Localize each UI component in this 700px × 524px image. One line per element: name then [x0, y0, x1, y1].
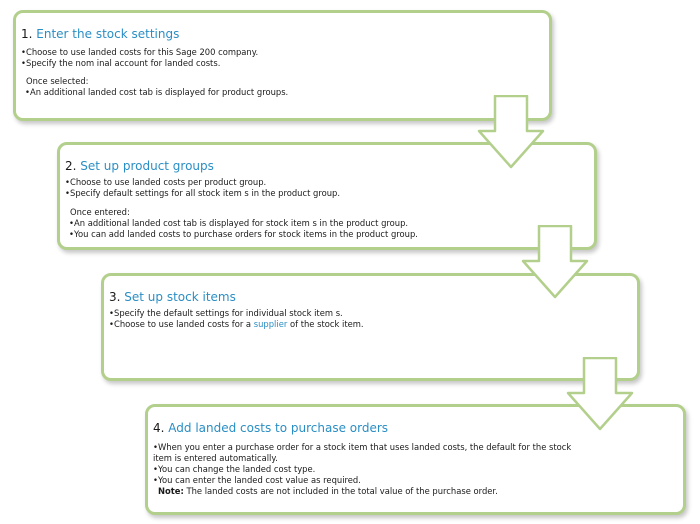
step-2-sub-bullets: •An additional landed cost tab is displa…	[69, 218, 418, 240]
step-1-heading: 1. Enter the stock settings	[21, 27, 179, 42]
bullet-icon: •	[153, 464, 158, 474]
list-item: •An additional landed cost tab is displa…	[69, 218, 418, 229]
bullet-text: You can enter the landed cost value as r…	[158, 475, 361, 485]
note-text: The landed costs are not included in the…	[183, 486, 498, 496]
step-3-heading: 3. Set up stock items	[109, 290, 236, 305]
step-3-title[interactable]: Set up stock items	[124, 290, 236, 304]
step-2-bullets: •Choose to use landed costs per product …	[65, 177, 340, 199]
bullet-text: Specify the nom inal account for landed …	[26, 58, 221, 68]
bullet-icon: •	[65, 177, 70, 187]
bullet-icon: •	[153, 475, 158, 485]
bullet-text: You can add landed costs to purchase ord…	[74, 229, 418, 239]
bullet-icon: •	[25, 87, 30, 97]
bullet-icon: •	[69, 229, 74, 239]
step-4-box: 4. Add landed costs to purchase orders •…	[145, 404, 686, 515]
bullet-icon: •	[65, 188, 70, 198]
step-1-title[interactable]: Enter the stock settings	[36, 27, 180, 41]
bullet-text: Choose to use landed costs for this Sage…	[26, 47, 259, 57]
bullet-icon: •	[109, 319, 114, 329]
step-1-box: 1. Enter the stock settings •Choose to u…	[13, 10, 552, 121]
step-1-bullets: •Choose to use landed costs for this Sag…	[21, 47, 258, 69]
step-3-number: 3.	[109, 290, 121, 304]
step-1-number: 1.	[21, 27, 33, 41]
bullet-text: Choose to use landed costs for a	[114, 319, 254, 329]
bullet-text: You can change the landed cost type.	[158, 464, 316, 474]
step-1-sub-label: Once selected:	[26, 76, 89, 86]
list-item: •Choose to use landed costs per product …	[65, 177, 340, 188]
step-4-title[interactable]: Add landed costs to purchase orders	[168, 421, 389, 435]
bullet-text: When you enter a purchase order for a st…	[153, 442, 572, 463]
down-arrow-icon	[477, 95, 545, 169]
list-item: •Choose to use landed costs for this Sag…	[21, 47, 258, 58]
list-item: •You can enter the landed cost value as …	[153, 475, 573, 486]
bullet-icon: •	[21, 58, 26, 68]
bullet-text: Specify default settings for all stock i…	[70, 188, 341, 198]
down-arrow-icon	[566, 357, 634, 431]
bullet-text: Choose to use landed costs per product g…	[70, 177, 267, 187]
step-4-heading: 4. Add landed costs to purchase orders	[153, 421, 388, 436]
step-4-number: 4.	[153, 421, 165, 435]
step-4-bullets: •When you enter a purchase order for a s…	[153, 442, 573, 486]
note-label: Note:	[158, 486, 184, 496]
step-2-title[interactable]: Set up product groups	[80, 159, 214, 173]
list-item: •Specify default settings for all stock …	[65, 188, 340, 199]
bullet-icon: •	[21, 47, 26, 57]
list-item: •You can change the landed cost type.	[153, 464, 573, 475]
bullet-text-end: of the stock item.	[287, 319, 364, 329]
down-arrow-icon	[521, 225, 589, 299]
list-item: •Choose to use landed costs for a suppli…	[109, 319, 364, 330]
step-1-sub-bullets: •An additional landed cost tab is displa…	[25, 87, 288, 98]
step-4-note: Note: The landed costs are not included …	[158, 486, 498, 497]
list-item: •Specify the default settings for indivi…	[109, 308, 364, 319]
bullet-icon: •	[69, 218, 74, 228]
bullet-text: Specify the default settings for individ…	[114, 308, 343, 318]
step-2-number: 2.	[65, 159, 77, 173]
step-2-sub-label: Once entered:	[70, 207, 130, 217]
list-item: •You can add landed costs to purchase or…	[69, 229, 418, 240]
step-3-bullets: •Specify the default settings for indivi…	[109, 308, 364, 330]
list-item: •When you enter a purchase order for a s…	[153, 442, 573, 464]
step-2-heading: 2. Set up product groups	[65, 159, 214, 174]
bullet-text: An additional landed cost tab is display…	[30, 87, 289, 97]
bullet-icon: •	[109, 308, 114, 318]
supplier-link[interactable]: supplier	[253, 319, 288, 329]
bullet-text: An additional landed cost tab is display…	[74, 218, 409, 228]
list-item: •Specify the nom inal account for landed…	[21, 58, 258, 69]
list-item: •An additional landed cost tab is displa…	[25, 87, 288, 98]
bullet-icon: •	[153, 442, 158, 452]
